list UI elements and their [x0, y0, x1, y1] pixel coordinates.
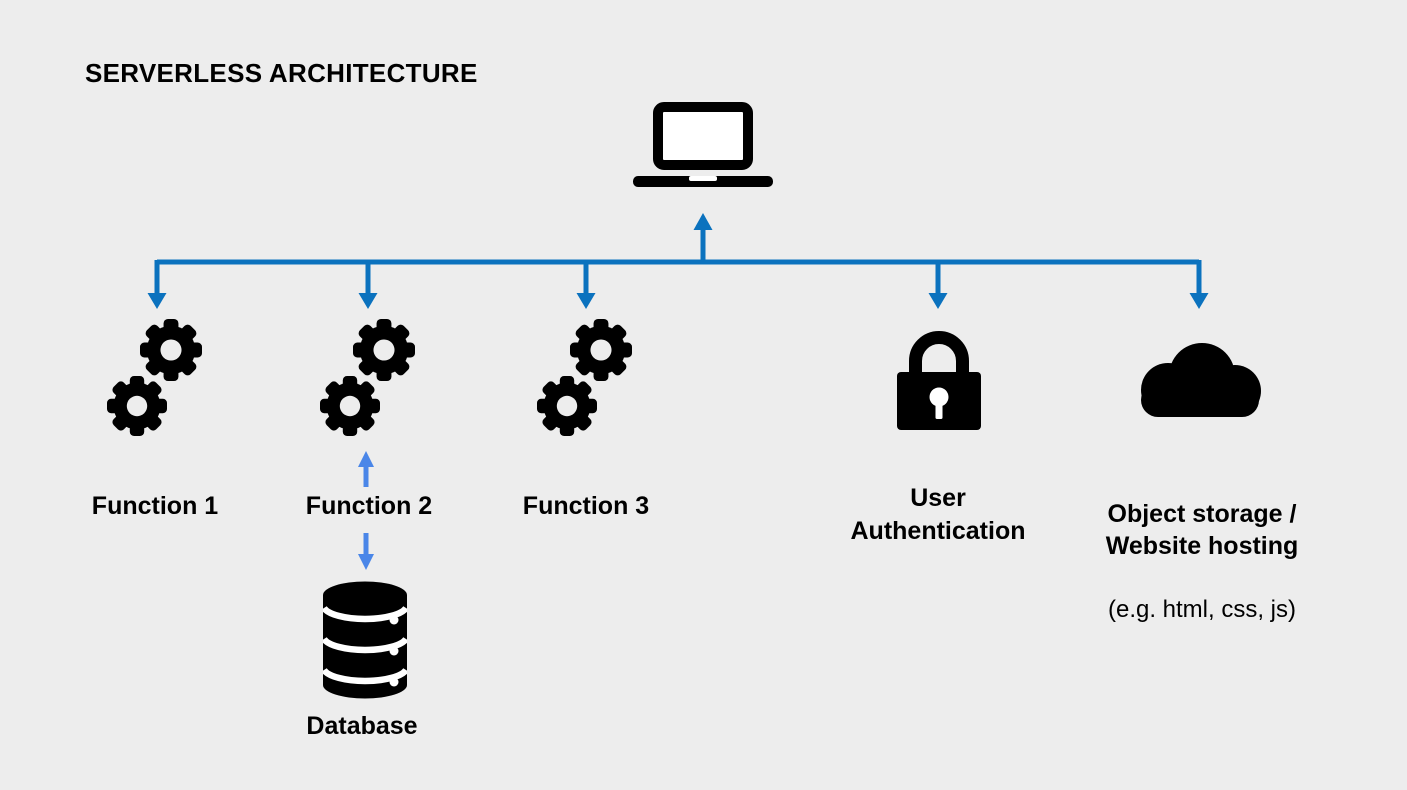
arrow-up-to-client — [693, 213, 713, 230]
object-storage-label-bold: Object storage / Website hosting — [1105, 500, 1299, 560]
gears-icon — [537, 319, 632, 436]
arrow-db-to-function2 — [358, 451, 374, 467]
object-storage-label-note: (e.g. html, css, js) — [1107, 596, 1297, 623]
function-2-label: Function 2 — [305, 492, 433, 520]
user-authentication-label: User Authentication — [850, 484, 1026, 545]
database-label: Database — [306, 712, 418, 740]
laptop-icon — [633, 102, 773, 187]
diagram-title: SERVERLESS ARCHITECTURE — [85, 58, 478, 88]
function-3-label: Function 3 — [522, 492, 650, 520]
lock-icon — [897, 331, 981, 430]
database-icon — [323, 581, 407, 699]
arrow-function2-to-db — [358, 554, 374, 570]
cloud-icon — [1141, 343, 1261, 417]
gears-icon — [320, 319, 415, 436]
gears-icon — [107, 319, 202, 436]
object-storage-label: Object storage / Website hosting (e.g. h… — [1106, 465, 1299, 658]
function-1-label: Function 1 — [91, 492, 219, 520]
